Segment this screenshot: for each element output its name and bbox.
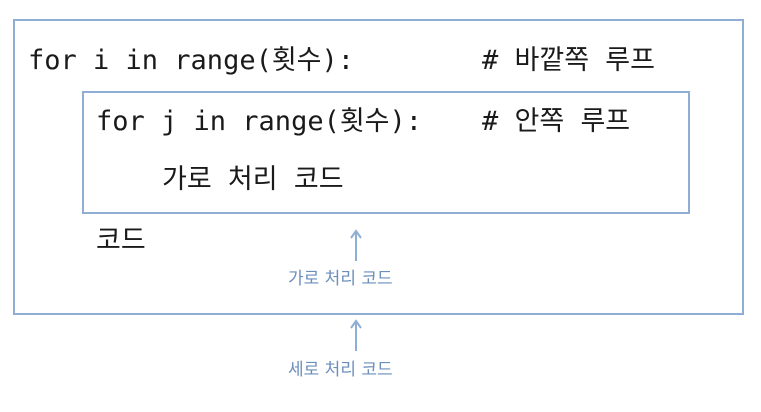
outer-loop-header: for i in range(횟수): xyxy=(28,45,355,76)
inner-annotation-label: 가로 처리 코드 xyxy=(288,269,393,289)
inner-annotation-arrow-icon xyxy=(350,229,362,261)
outer-annotation-arrow-icon xyxy=(350,319,362,351)
inner-loop-body: 가로 처리 코드 xyxy=(162,164,344,195)
outer-loop-comment: # 바깥쪽 루프 xyxy=(482,45,655,76)
inner-loop-box xyxy=(82,91,690,214)
inner-loop-header: for j in range(횟수): xyxy=(96,106,423,137)
outer-loop-body: 코드 xyxy=(96,225,146,256)
inner-loop-comment: # 안쪽 루프 xyxy=(482,106,631,137)
outer-loop-box xyxy=(13,19,744,315)
outer-annotation-label: 세로 처리 코드 xyxy=(288,360,393,380)
